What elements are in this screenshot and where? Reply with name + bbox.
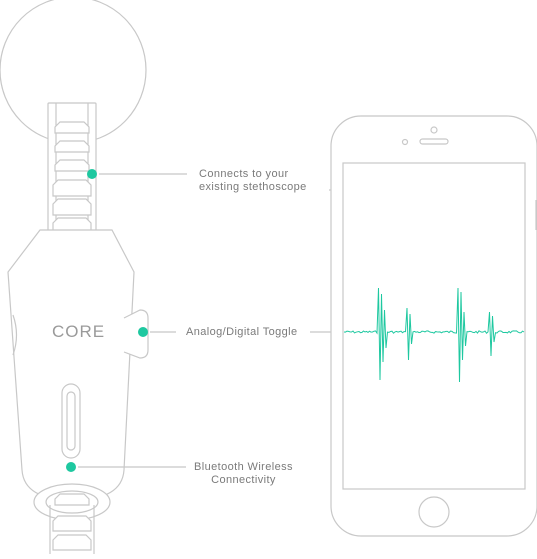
home-button[interactable] bbox=[418, 496, 450, 528]
bottom-tube bbox=[49, 493, 95, 554]
callout-connects-line1: Connects to your bbox=[199, 168, 289, 180]
callout-dot-toggle bbox=[138, 327, 148, 337]
stethoscope-tube bbox=[47, 102, 97, 234]
phone-camera bbox=[430, 126, 438, 134]
callout-bluetooth-line2: Connectivity bbox=[211, 474, 276, 486]
callout-toggle: Analog/Digital Toggle bbox=[186, 326, 298, 339]
phone bbox=[329, 115, 537, 537]
toggle-switch[interactable] bbox=[123, 309, 149, 359]
callout-dot-connects bbox=[87, 169, 97, 179]
phone-speaker bbox=[419, 138, 449, 145]
phone-proximity bbox=[401, 138, 409, 146]
callout-connects-line2: existing stethoscope bbox=[199, 181, 307, 193]
callout-connects: Connects to your existing stethoscope bbox=[199, 168, 307, 194]
heart-sound-waveform bbox=[343, 287, 525, 383]
callout-toggle-line1: Analog/Digital Toggle bbox=[186, 326, 298, 338]
callout-bluetooth: Bluetooth Wireless Connectivity bbox=[194, 461, 293, 487]
callout-bluetooth-line1: Bluetooth Wireless bbox=[194, 461, 293, 473]
led-slot bbox=[61, 383, 81, 459]
phone-screen bbox=[342, 162, 526, 490]
callout-dot-bluetooth bbox=[66, 462, 76, 472]
device-brand-label: CORE bbox=[52, 322, 106, 341]
side-ridge bbox=[12, 314, 18, 356]
core-body bbox=[7, 229, 135, 501]
